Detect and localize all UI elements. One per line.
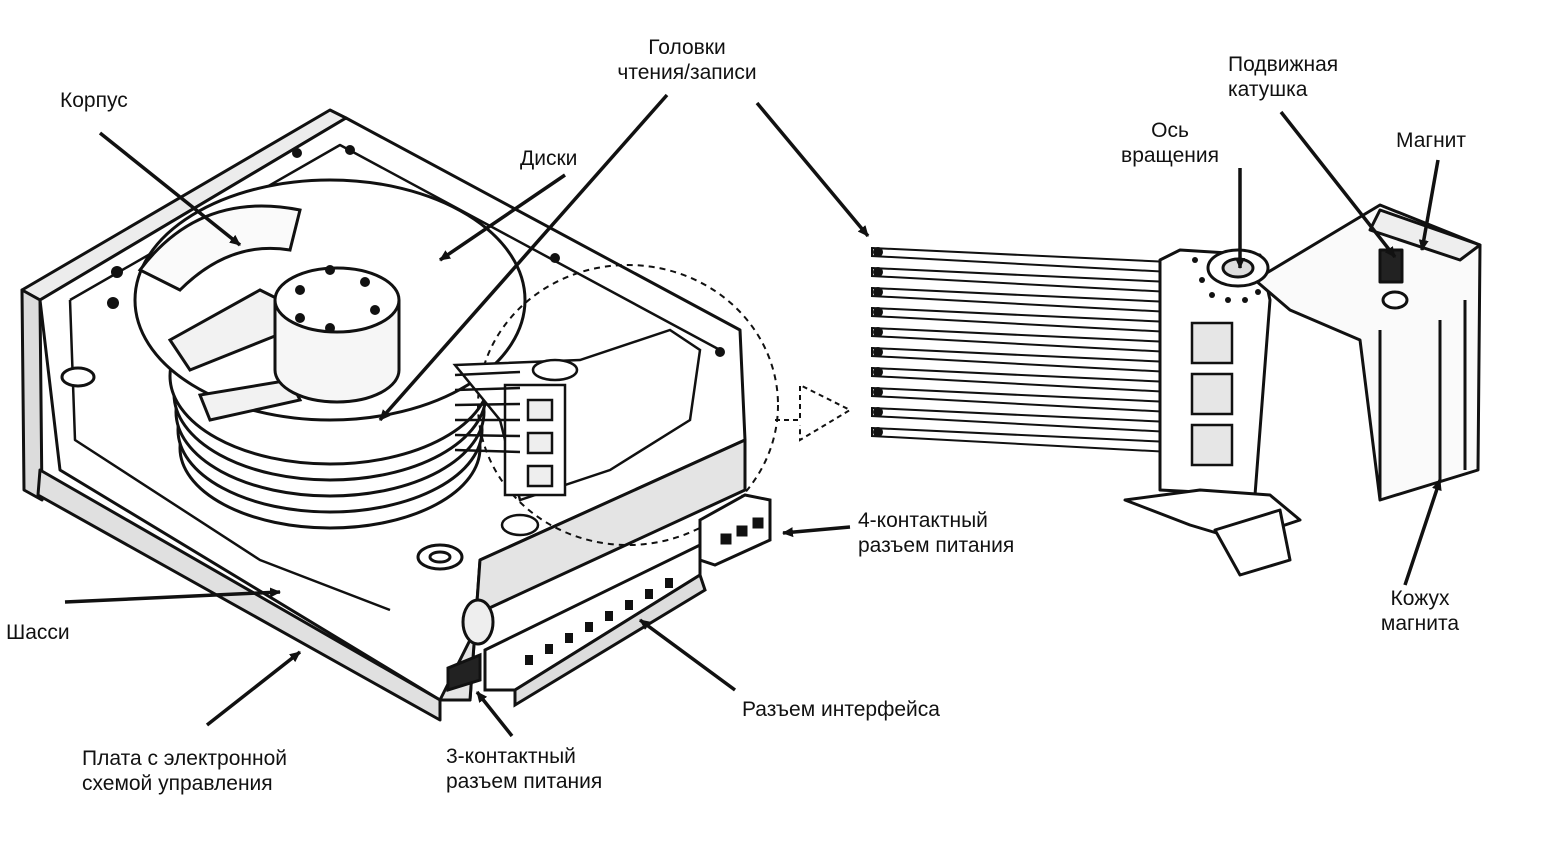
label-diski: Диски	[520, 147, 578, 170]
actuator-block	[1123, 203, 1482, 577]
label-golovki: Головки чтения/записи	[612, 35, 762, 85]
interface-connector-shape	[483, 542, 707, 708]
connector-pins	[525, 578, 673, 665]
leader-arrows	[64, 93, 1442, 738]
spindle-holes	[295, 265, 380, 333]
power4-connector-shape	[698, 493, 772, 567]
label-plata-line2: схемой управления	[82, 772, 273, 795]
label-shassi: Шасси	[6, 621, 70, 644]
label-plata-line1: Плата с электронной	[82, 747, 287, 770]
label-golovki-line2: чтения/записи	[617, 61, 757, 84]
label-3pin-line1: 3-контактный	[446, 745, 576, 768]
label-kozhuh-line1: Кожух	[1390, 587, 1450, 610]
label-interface-connector: Разъем интерфейса	[742, 698, 940, 721]
label-4pin-power: 4-контактный разъем питания	[858, 508, 1014, 558]
label-kozhuh-magnita: Кожух магнита	[1360, 586, 1480, 636]
cover-cutaway	[137, 204, 302, 292]
power3-connector-shape	[446, 652, 482, 693]
label-plata: Плата с электронной схемой управления	[82, 746, 287, 796]
label-podvizhnaya-line1: Подвижная	[1228, 53, 1339, 76]
spindle-hub	[273, 266, 401, 404]
posts	[60, 366, 495, 646]
head-arms-large	[871, 246, 1171, 454]
label-3pin-line2: разъем питания	[446, 770, 603, 793]
label-korpus: Корпус	[60, 89, 128, 112]
label-podvizhnaya-katushka: Подвижная катушка	[1228, 52, 1338, 102]
label-podvizhnaya-line2: катушка	[1228, 78, 1308, 101]
label-magnit: Магнит	[1396, 129, 1467, 152]
head-arms-small	[454, 370, 521, 454]
label-os-line2: вращения	[1121, 144, 1219, 167]
label-3pin-power: 3-контактный разъем питания	[446, 744, 602, 794]
label-4pin-line2: разъем питания	[858, 534, 1015, 557]
label-4pin-line1: 4-контактный	[858, 509, 988, 532]
mounting-holes	[107, 145, 725, 357]
label-kozhuh-line2: магнита	[1380, 612, 1460, 635]
label-os-line1: Ось	[1151, 119, 1189, 142]
pivot-holes	[1192, 257, 1261, 303]
zoom-arrow	[775, 383, 853, 442]
label-golovki-line1: Головки	[648, 36, 726, 59]
label-os-vrascheniya: Ось вращения	[1100, 118, 1240, 168]
actuator-pads	[1190, 321, 1234, 467]
pivot-shaft	[1206, 248, 1270, 288]
